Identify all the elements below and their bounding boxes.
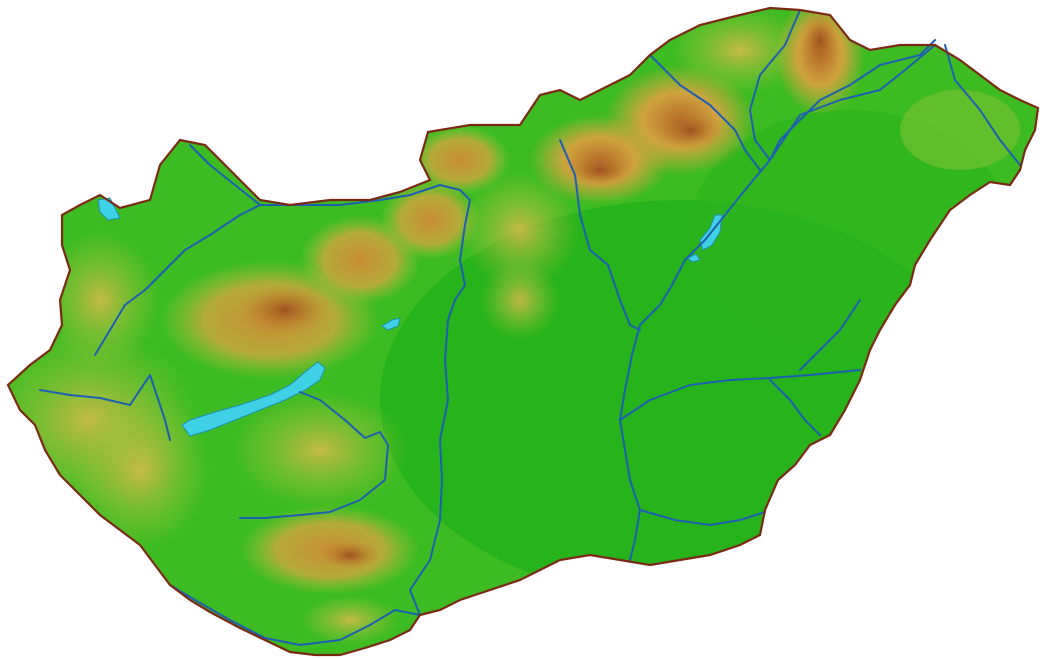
cserehat-hills [670, 8, 810, 95]
northeast-slope [900, 90, 1020, 170]
river-berettyo [799, 299, 861, 371]
river-sio [239, 391, 389, 519]
lake-balaton [181, 361, 326, 437]
zala-hills [40, 230, 160, 370]
zemplen-peak [800, 10, 840, 70]
tolna-hills [230, 390, 410, 510]
lake-velence [381, 317, 401, 331]
river-koros [619, 369, 861, 421]
river-fekete-koros [769, 379, 821, 436]
northern-slope [480, 260, 560, 340]
lake-ferto [97, 197, 121, 221]
river-drava [169, 584, 421, 646]
river-maros [639, 509, 766, 526]
lake-tisza-south [687, 253, 701, 263]
mecsek-peak [320, 540, 380, 570]
river-hernad [749, 9, 801, 161]
villany-hills [300, 595, 400, 645]
pilis-hills [380, 180, 480, 260]
river-bodrog [769, 39, 936, 161]
river-zagyva [559, 139, 641, 331]
river-raba [94, 204, 261, 356]
river-sajo [649, 54, 761, 171]
bukk-peak [655, 110, 725, 150]
borzsony-hills [410, 125, 510, 195]
cserhat-hills [460, 170, 580, 290]
bakony-peak [240, 285, 330, 335]
matra-peak [565, 152, 635, 188]
kali-basin [70, 390, 210, 550]
river-tisza [619, 44, 1021, 561]
river-mura-drava [39, 374, 171, 441]
